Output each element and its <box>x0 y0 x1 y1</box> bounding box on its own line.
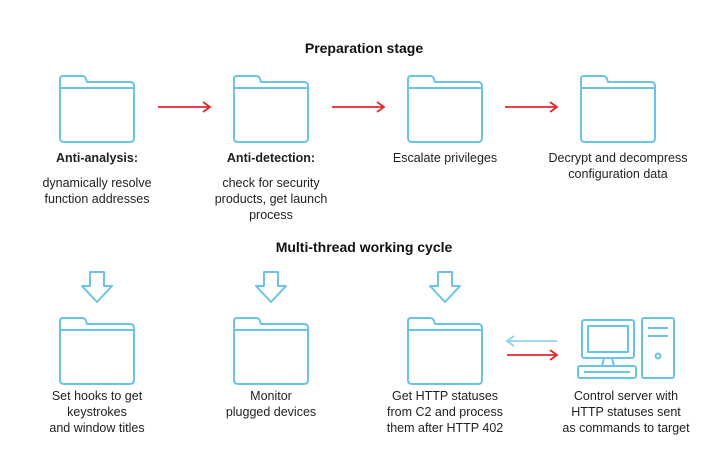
step-title: Anti-detection: <box>226 151 316 165</box>
step-description: dynamically resolve function addresses <box>42 176 152 206</box>
working-step-4: Control server with HTTP statuses sent a… <box>541 388 711 436</box>
working-step-3: Get HTTP statuses from C2 and process th… <box>360 388 530 436</box>
computer-icon <box>577 317 675 379</box>
working-step-2: Monitor plugged devices <box>186 388 356 420</box>
folder-icon <box>233 317 309 385</box>
folder-icon <box>407 75 483 143</box>
preparation-step-4: Decrypt and decompress configuration dat… <box>533 150 703 182</box>
preparation-step-3: Escalate privileges <box>360 150 530 166</box>
down-arrow-icon <box>255 271 287 303</box>
red-arrow-right-icon <box>507 349 559 361</box>
red-arrow-icon <box>505 101 559 113</box>
step-description: Escalate privileges <box>392 151 498 165</box>
working-step-1: Set hooks to get keystrokes and window t… <box>12 388 182 436</box>
step-description: Monitor plugged devices <box>225 389 317 419</box>
step-description: check for security products, get launch … <box>214 176 328 222</box>
preparation-step-1: Anti-analysis: dynamically resolve funct… <box>12 150 182 207</box>
preparation-stage-title: Preparation stage <box>304 40 424 56</box>
light-arrow-left-icon <box>505 335 557 347</box>
folder-icon <box>233 75 309 143</box>
folder-icon <box>59 75 135 143</box>
red-arrow-icon <box>332 101 386 113</box>
down-arrow-icon <box>429 271 461 303</box>
step-description: Set hooks to get keystrokes and window t… <box>49 389 145 435</box>
preparation-step-2: Anti-detection: check for security produ… <box>186 150 356 223</box>
folder-icon <box>580 75 656 143</box>
folder-icon <box>59 317 135 385</box>
step-description: Decrypt and decompress configuration dat… <box>548 151 688 181</box>
down-arrow-icon <box>81 271 113 303</box>
step-description: Control server with HTTP statuses sent a… <box>562 389 690 435</box>
red-arrow-icon <box>158 101 212 113</box>
working-cycle-title: Multi-thread working cycle <box>275 239 453 255</box>
folder-icon <box>407 317 483 385</box>
step-description: Get HTTP statuses from C2 and process th… <box>386 389 504 435</box>
step-title: Anti-analysis: <box>56 151 138 165</box>
